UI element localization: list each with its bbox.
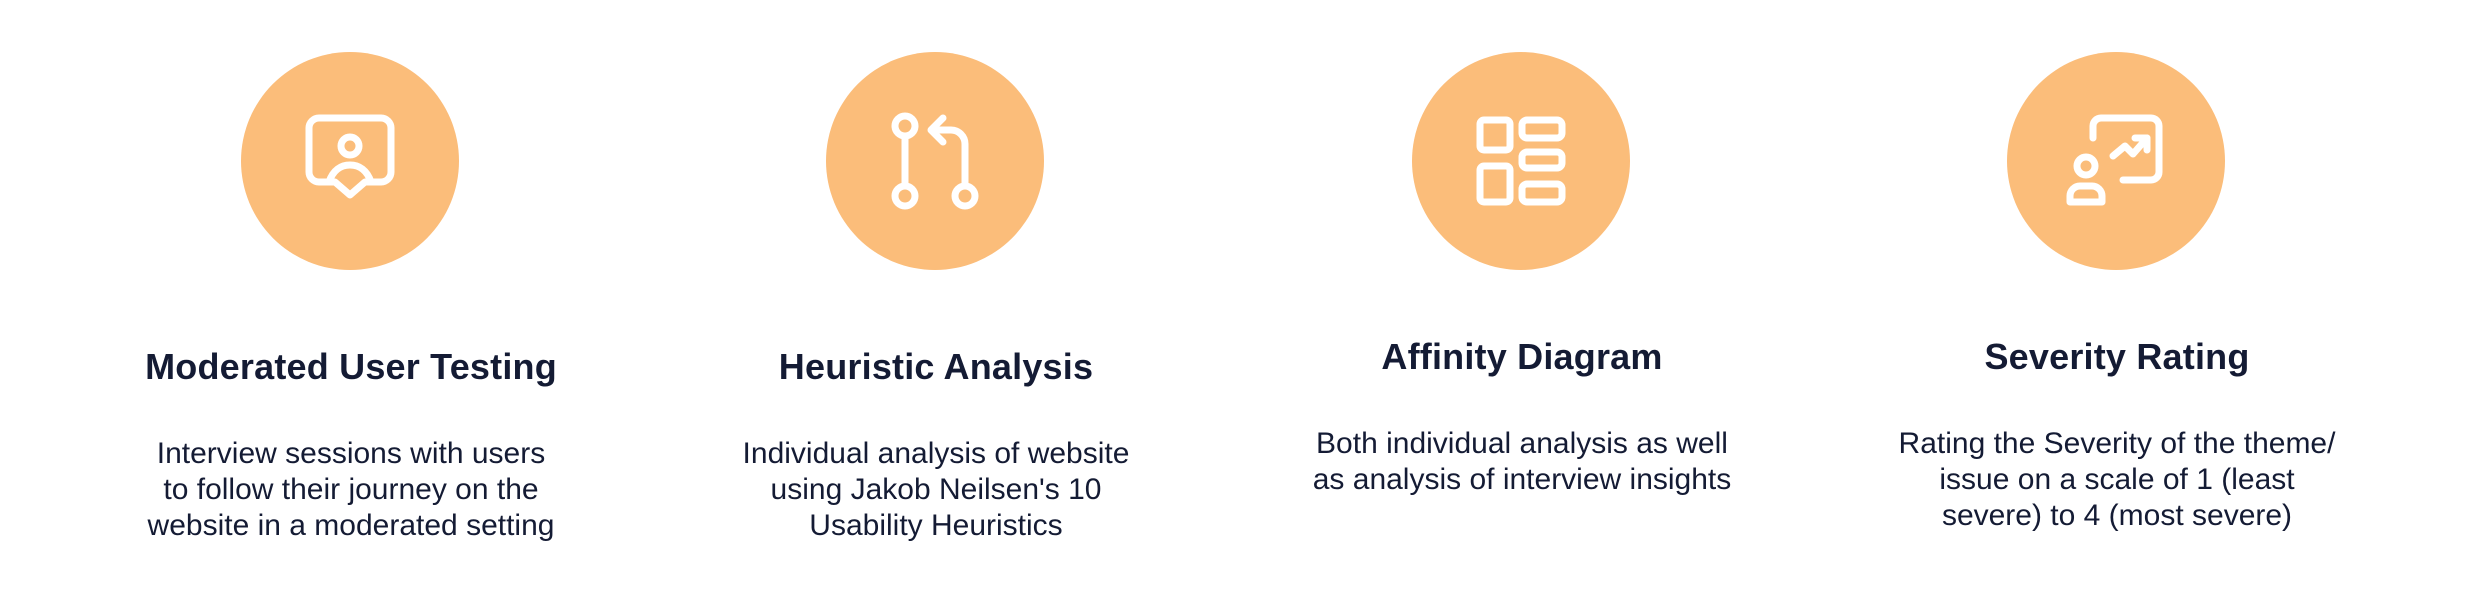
card-title: Affinity Diagram [1381, 336, 1663, 377]
icon-circle [1412, 52, 1630, 270]
method-card-affinity-diagram: Affinity Diagram Both individual analysi… [1262, 0, 1782, 593]
method-card-severity-rating: Severity Rating Rating the Severity of t… [1857, 0, 2377, 593]
icon-circle [241, 52, 459, 270]
icon-circle [826, 52, 1044, 270]
card-description: Interview sessions with users to follow … [147, 437, 555, 542]
dashboard-grid-icon [1476, 116, 1566, 206]
card-title: Severity Rating [1984, 336, 2250, 377]
method-card-moderated-user-testing: Moderated User Testing Interview session… [91, 0, 611, 593]
card-title: Moderated User Testing [145, 346, 557, 387]
git-pull-request-icon [891, 112, 979, 210]
card-description: Both individual analysis as well as anal… [1312, 427, 1732, 496]
icon-circle [2007, 52, 2225, 270]
user-chat-bubble-icon [305, 114, 395, 199]
card-title: Heuristic Analysis [778, 346, 1094, 387]
presentation-chart-icon [2066, 114, 2163, 206]
card-description: Rating the Severity of the theme/ issue … [1898, 427, 2336, 532]
card-description: Individual analysis of website using Jak… [742, 437, 1130, 542]
method-card-heuristic-analysis: Heuristic Analysis Individual analysis o… [676, 0, 1196, 593]
